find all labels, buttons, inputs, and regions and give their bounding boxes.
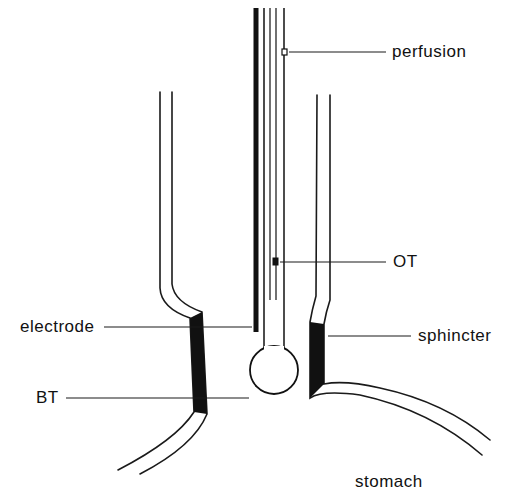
leader-line xyxy=(328,335,411,336)
part-label: OT xyxy=(393,252,418,272)
leader-line xyxy=(66,397,249,398)
electrode-wire xyxy=(254,8,259,332)
esophagus-wall xyxy=(310,95,482,455)
part-label: perfusion xyxy=(392,42,466,62)
balloon-neck xyxy=(264,346,284,351)
tube-line xyxy=(269,8,270,300)
stomach-wall xyxy=(324,95,490,440)
esophagus-wall xyxy=(118,92,194,470)
leader-line xyxy=(289,51,386,52)
part-label: sphincter xyxy=(418,326,491,346)
tube-line xyxy=(283,8,285,349)
region-label: stomach xyxy=(355,472,423,492)
leader-line xyxy=(104,326,252,327)
balloon xyxy=(250,346,298,394)
ot-port xyxy=(273,258,278,265)
esophagus-wall xyxy=(140,92,207,474)
leader-line xyxy=(280,261,386,262)
part-label: BT xyxy=(36,388,59,408)
perfusion-port xyxy=(282,49,287,55)
tube-line xyxy=(275,8,276,300)
sphincter-band xyxy=(310,322,324,398)
part-label: electrode xyxy=(20,317,94,337)
tube-line xyxy=(263,8,265,349)
